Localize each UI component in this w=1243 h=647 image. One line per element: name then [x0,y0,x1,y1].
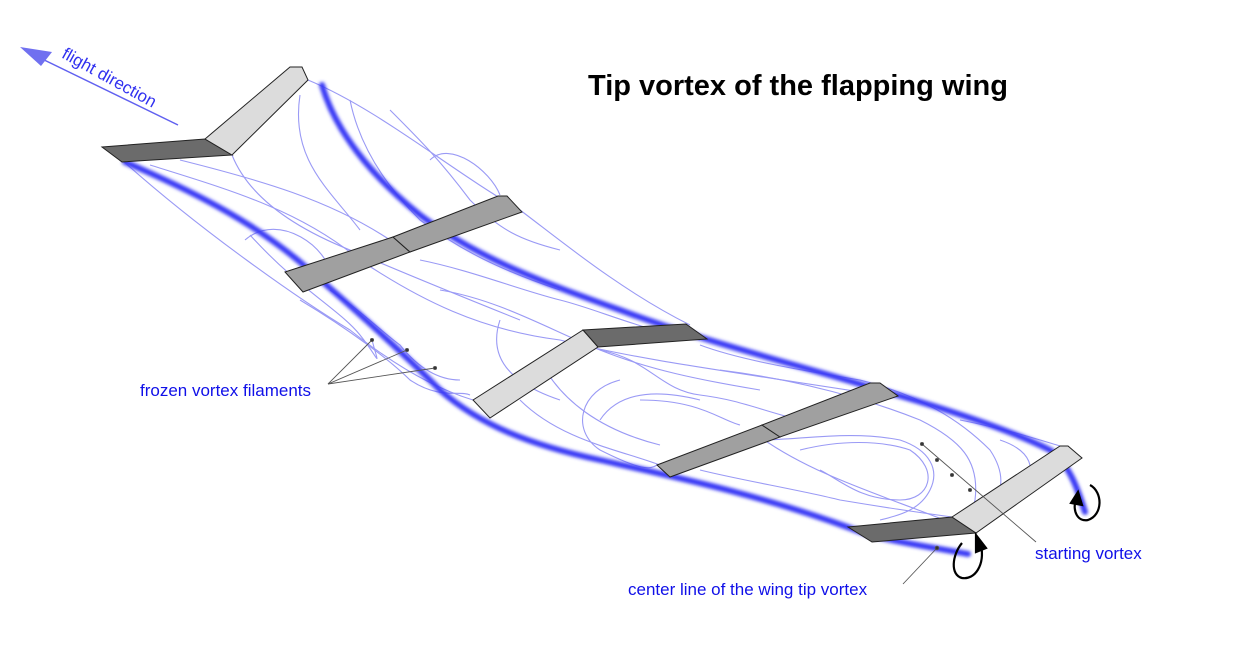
wing-position-4 [656,382,900,478]
rotation-arrow-icon [952,484,1101,580]
wing-position-1 [100,66,309,163]
wing-tip-vortex-lines [122,82,1088,557]
frozen-filaments-label: frozen vortex filaments [140,381,312,400]
wing-position-2 [284,195,523,293]
starting-vortex-label: starting vortex [1035,544,1142,563]
wing-position-5 [846,445,1083,543]
diagram-title: Tip vortex of the flapping wing [588,70,1008,102]
center-line-label: center line of the wing tip vortex [628,580,868,599]
wing-position-3 [472,323,709,419]
flight-direction-arrow-icon [20,47,179,126]
frozen-vortex-filaments [121,79,1061,534]
leader-lines [327,337,1037,585]
